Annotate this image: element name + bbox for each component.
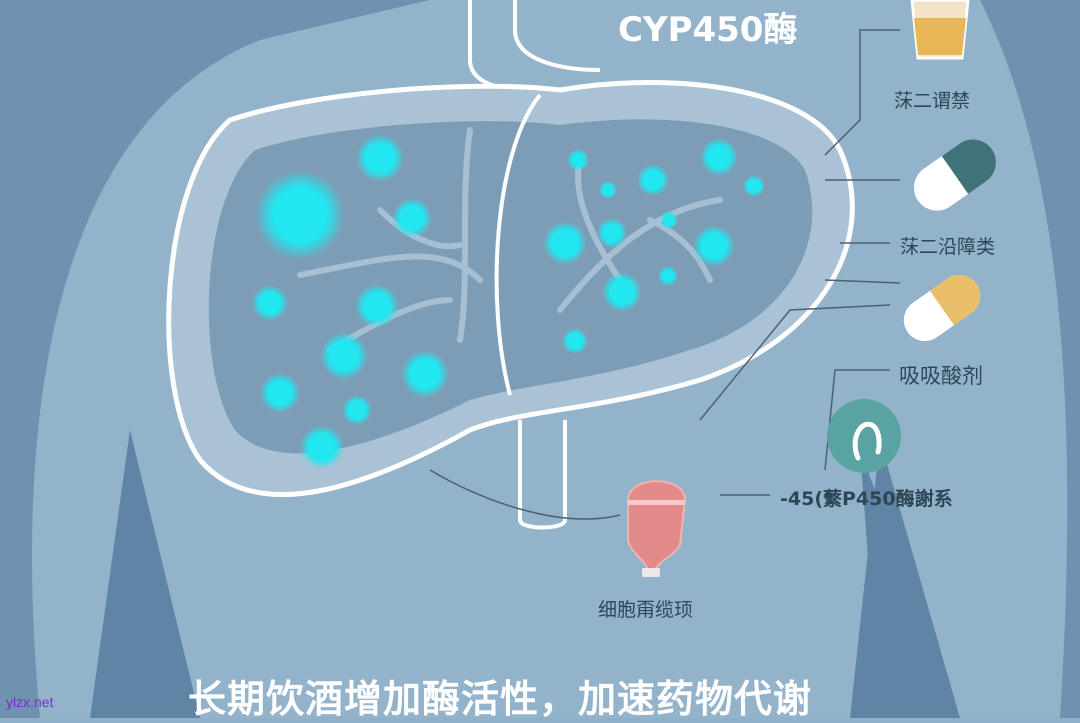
watermark: ylzx.net <box>6 694 54 710</box>
liver-divider <box>494 93 542 396</box>
enzyme-dots <box>252 134 765 469</box>
label-enzyme-system: -45(蘩P450酶謝系 <box>780 488 953 510</box>
drink-glass-icon <box>910 0 970 60</box>
label-drug-2: 莯二沿障类 <box>900 236 996 258</box>
left-shape <box>90 430 200 718</box>
enzyme-title: CYP450酶 <box>618 10 798 50</box>
capsule-yellow-icon <box>903 274 981 342</box>
label-cell: 细胞甭缆顼 <box>598 599 694 621</box>
caption: 长期饮酒增加酶活性，加速药物代谢 <box>188 677 813 721</box>
label-drug-1: 莯二谓禁 <box>894 90 971 112</box>
bile-duct <box>518 420 567 530</box>
label-drug-3: 吸吸酸剂 <box>899 364 983 388</box>
enzyme-round-icon <box>827 399 960 718</box>
flask-icon <box>627 480 687 577</box>
capsule-teal-icon <box>913 139 997 211</box>
